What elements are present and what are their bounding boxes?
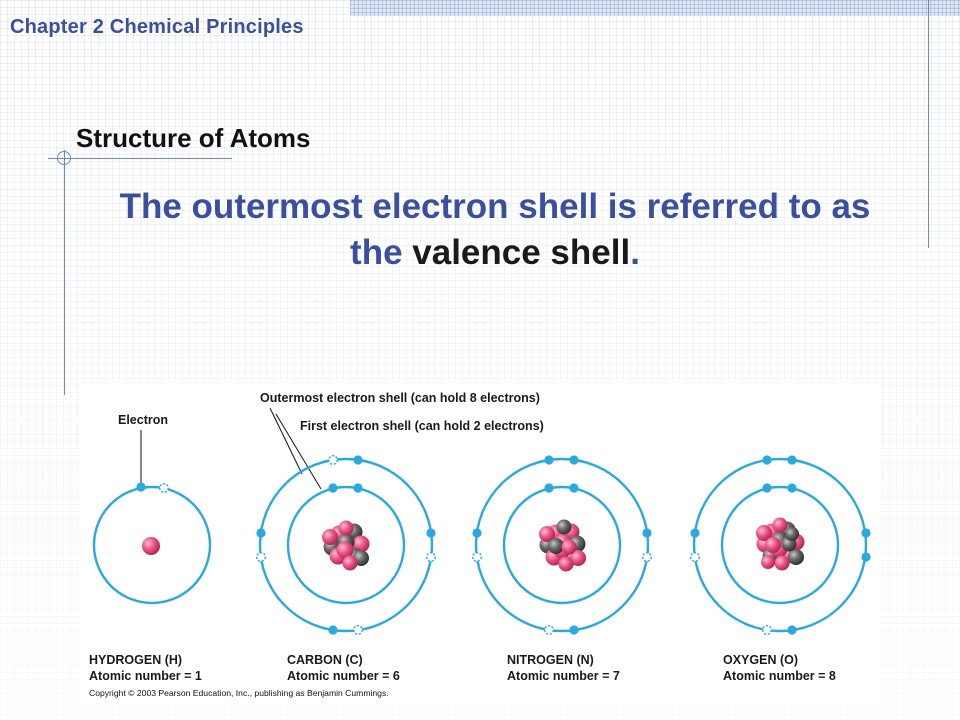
electron-vacancy <box>690 551 701 562</box>
copyright-notice: Copyright © 2003 Pearson Education, Inc.… <box>89 688 389 698</box>
electron-vacancy <box>544 624 555 635</box>
hydrogen-nucleus <box>142 537 160 555</box>
main-statement-period: . <box>630 233 640 272</box>
header-band <box>350 0 960 16</box>
electron-vacancy <box>472 551 483 562</box>
carbon-outer-shell <box>258 457 434 633</box>
outer-shell-leader-line <box>269 407 303 475</box>
electron-vacancy <box>426 551 437 562</box>
carbon-atomic-number: Atomic number = 6 <box>287 669 400 683</box>
electron <box>787 483 797 493</box>
electron <box>690 528 700 538</box>
electron <box>569 625 579 635</box>
electron <box>136 482 146 492</box>
carbon-first-shell <box>286 485 406 605</box>
electron-label: Electron <box>118 413 168 427</box>
electron <box>787 455 797 465</box>
electron-vacancy <box>762 624 773 635</box>
hydrogen-atom <box>92 482 212 605</box>
decorative-line-horizontal <box>48 158 232 159</box>
electron <box>328 483 338 493</box>
main-statement-text: The outermost electron shell is referred… <box>119 187 871 272</box>
electron <box>787 625 797 635</box>
nitrogen-nucleus <box>539 519 586 572</box>
electron <box>544 483 554 493</box>
first-shell-label: First electron shell (can hold 2 electro… <box>300 419 544 433</box>
first-shell-leader-line <box>275 413 322 490</box>
hydrogen-name: HYDROGEN (H) <box>89 653 182 667</box>
electron <box>426 528 436 538</box>
electron <box>256 528 266 538</box>
atom-diagram: Electron Outermost electron shell (can h… <box>80 382 880 702</box>
oxygen-name: OXYGEN (O) <box>723 653 798 667</box>
electron <box>861 528 871 538</box>
carbon-atom <box>255 454 437 635</box>
decorative-line-left <box>64 150 65 395</box>
electron-vacancy <box>255 551 266 562</box>
electron <box>353 455 363 465</box>
electron <box>762 483 772 493</box>
nitrogen-name: NITROGEN (N) <box>507 653 594 667</box>
electron <box>353 483 363 493</box>
section-title: Structure of Atoms <box>76 123 311 153</box>
electron-vacancy <box>158 482 169 493</box>
carbon-nucleus <box>322 520 370 571</box>
carbon-name: CARBON (C) <box>287 653 363 667</box>
electron <box>762 455 772 465</box>
electron-vacancy <box>642 551 653 562</box>
main-statement: The outermost electron shell is referred… <box>100 184 890 276</box>
oxygen-first-shell <box>720 485 840 605</box>
hydrogen-first-shell <box>92 485 212 605</box>
electron <box>861 552 871 562</box>
electron <box>569 455 579 465</box>
oxygen-outer-shell <box>692 457 868 633</box>
nitrogen-atomic-number: Atomic number = 7 <box>507 669 620 683</box>
oxygen-nucleus <box>756 517 805 571</box>
hydrogen-atomic-number: Atomic number = 1 <box>89 669 202 683</box>
valence-shell-term: valence shell <box>412 233 631 272</box>
electron <box>328 625 338 635</box>
chapter-title: Chapter 2 Chemical Principles <box>10 16 304 38</box>
nitrogen-outer-shell <box>474 457 650 633</box>
oxygen-atomic-number: Atomic number = 8 <box>723 669 836 683</box>
electron <box>472 528 482 538</box>
electron <box>642 528 652 538</box>
oxygen-atom <box>690 455 871 635</box>
electron-vacancy <box>327 454 338 465</box>
nitrogen-first-shell <box>502 485 622 605</box>
decorative-line-right <box>928 0 929 248</box>
electron-vacancy <box>353 624 364 635</box>
outer-shell-label: Outermost electron shell (can hold 8 ele… <box>260 391 540 405</box>
nitrogen-atom <box>472 455 653 635</box>
atom-diagram-svg: Electron Outermost electron shell (can h… <box>89 391 871 698</box>
electron <box>569 483 579 493</box>
electron <box>544 455 554 465</box>
decorative-circle <box>57 151 71 165</box>
